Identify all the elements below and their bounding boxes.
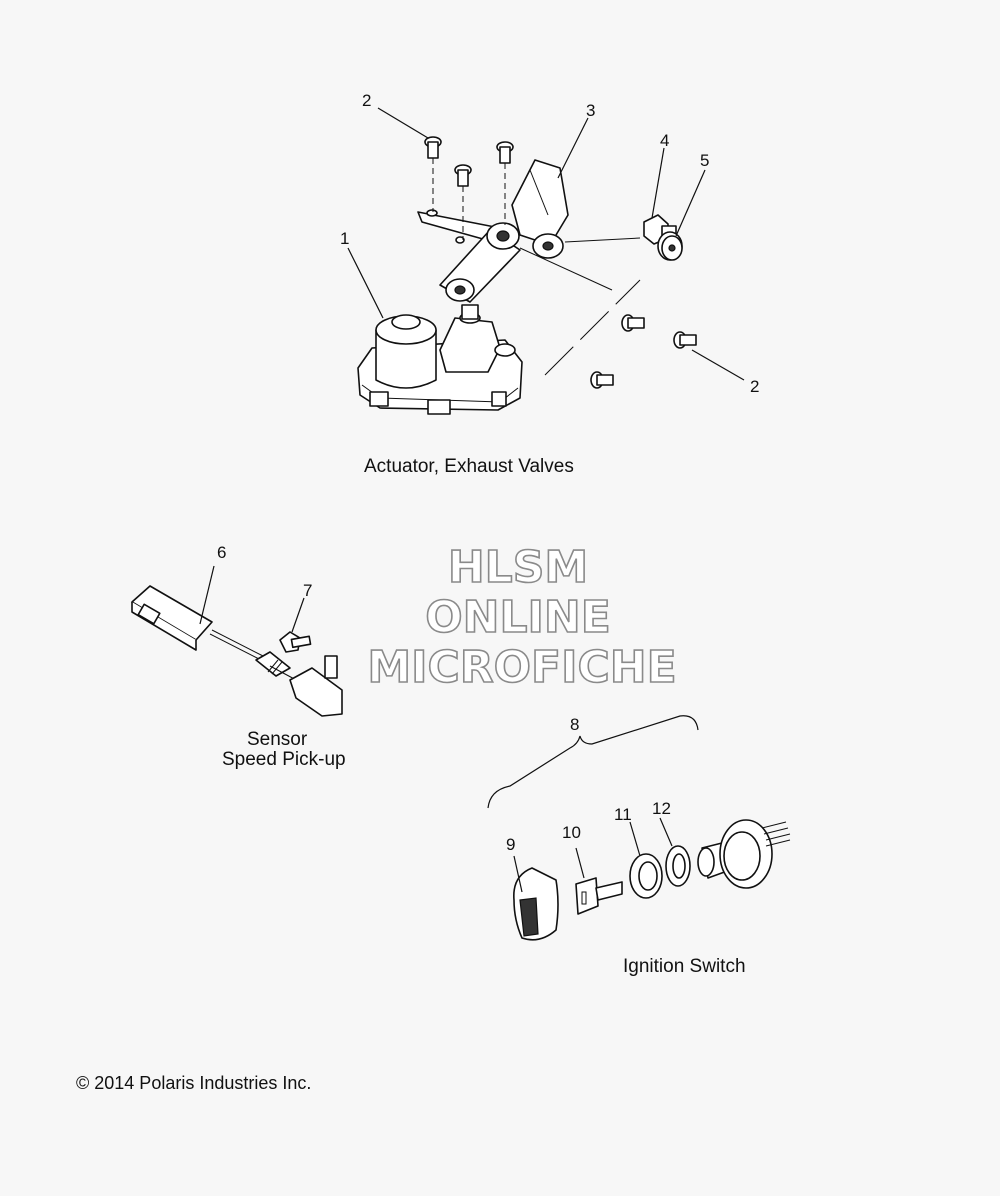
caption-sensor-line1: Sensor bbox=[247, 729, 308, 750]
callout-6: 6 bbox=[217, 543, 226, 562]
callout-11: 11 bbox=[614, 805, 632, 824]
copyright-notice: © 2014 Polaris Industries Inc. bbox=[76, 1073, 311, 1093]
callout-3: 3 bbox=[586, 101, 595, 120]
callout-1: 1 bbox=[340, 229, 349, 248]
callout-12: 12 bbox=[652, 799, 671, 818]
watermark-line3: MICROFICHE bbox=[367, 642, 676, 693]
speed-sensor bbox=[131, 585, 343, 717]
callout-2-top: 2 bbox=[362, 91, 371, 110]
watermark: HLSM ONLINE MICROFICHE bbox=[367, 541, 678, 694]
callout-5: 5 bbox=[700, 151, 709, 170]
callout-2-right: 2 bbox=[750, 377, 759, 396]
caption-sensor-line2: Speed Pick-up bbox=[222, 749, 346, 770]
caption-ignition: Ignition Switch bbox=[623, 956, 746, 977]
callout-7: 7 bbox=[303, 581, 312, 600]
watermark-line2: ONLINE bbox=[425, 592, 611, 643]
callout-9: 9 bbox=[506, 835, 515, 854]
callout-8: 8 bbox=[570, 715, 579, 734]
watermark-line1: HLSM bbox=[448, 542, 588, 593]
callout-4: 4 bbox=[660, 131, 669, 150]
actuator-assembly bbox=[357, 136, 697, 415]
callout-10: 10 bbox=[562, 823, 581, 842]
caption-actuator: Actuator, Exhaust Valves bbox=[364, 456, 574, 477]
ignition-switch-assembly bbox=[487, 715, 791, 941]
